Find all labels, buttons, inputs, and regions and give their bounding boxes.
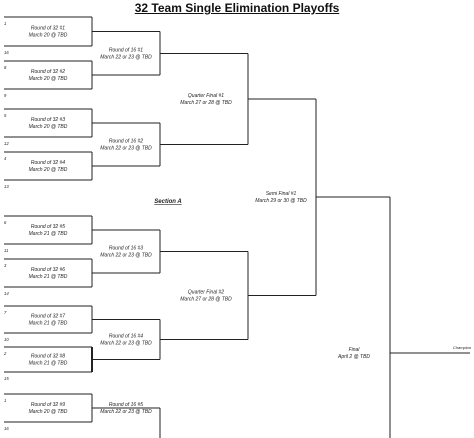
seed-label: 10 (4, 337, 9, 342)
match-date: March 20 @ TBD (29, 167, 68, 173)
seed-label: 7 (4, 310, 7, 315)
match-date: March 29 or 30 @ TBD (255, 198, 307, 204)
match-name: Round of 16 #5 (109, 402, 143, 408)
match-date: March 22 or 23 @ TBD (100, 146, 152, 152)
match-name: Quarter Final #2 (188, 290, 224, 296)
seed-label: 6 (4, 220, 7, 225)
seed-label: 16 (4, 50, 9, 55)
match-date: March 20 @ TBD (29, 33, 68, 39)
match-date: March 21 @ TBD (29, 231, 68, 237)
match-name: Final (349, 347, 361, 353)
match-name: Semi Final #1 (266, 191, 297, 197)
match-name: Round of 32 #8 (31, 354, 65, 360)
seed-label: 9 (4, 93, 7, 98)
match-date: March 20 @ TBD (29, 409, 68, 415)
match-name: Round of 32 #9 (31, 402, 65, 408)
match-date: March 20 @ TBD (29, 124, 68, 130)
seed-label: 16 (4, 426, 9, 431)
seed-label: 1 (4, 21, 6, 26)
match-name: Round of 32 #4 (31, 160, 65, 166)
match-name: Round of 32 #6 (31, 267, 65, 273)
match-name: Round of 16 #4 (109, 334, 143, 340)
seed-label: 11 (4, 248, 8, 253)
match-date: March 22 or 23 @ TBD (100, 54, 152, 60)
seed-label: 14 (4, 291, 9, 296)
seed-label: 13 (4, 184, 9, 189)
match-date: March 21 @ TBD (29, 274, 68, 280)
seed-label: 5 (4, 113, 7, 118)
champion-label: Champion (453, 345, 472, 350)
seed-label: 2 (3, 351, 7, 356)
match-date: March 22 or 23 @ TBD (100, 253, 152, 259)
match-name: Round of 32 #3 (31, 117, 65, 123)
match-name: Round of 32 #7 (31, 314, 65, 320)
seed-label: 1 (4, 398, 6, 403)
match-name: Round of 32 #2 (31, 69, 65, 75)
seed-label: 8 (4, 65, 7, 70)
match-name: Round of 16 #3 (109, 246, 143, 252)
match-date: March 21 @ TBD (29, 361, 68, 367)
match-date: March 20 @ TBD (29, 76, 68, 82)
match-name: Round of 32 #5 (31, 224, 65, 230)
match-date: April 2 @ TBD (337, 354, 370, 360)
match-name: Round of 32 #1 (31, 26, 65, 32)
match-date: March 22 or 23 @ TBD (100, 341, 152, 347)
match-date: March 22 or 23 @ TBD (100, 409, 152, 415)
seed-label: 3 (4, 263, 7, 268)
seed-label: 4 (4, 156, 7, 161)
match-name: Round of 16 #2 (109, 139, 143, 145)
match-date: March 27 or 28 @ TBD (180, 100, 232, 106)
seed-label: 15 (4, 376, 9, 381)
seed-label: 12 (4, 141, 9, 146)
section-label: Section A (154, 199, 181, 205)
match-date: March 21 @ TBD (29, 321, 68, 327)
page-title: 32 Team Single Elimination Playoffs (134, 1, 340, 15)
match-name: Quarter Final #1 (188, 93, 224, 99)
match-date: March 27 or 28 @ TBD (180, 297, 232, 303)
match-name: Round of 16 #1 (109, 47, 143, 53)
